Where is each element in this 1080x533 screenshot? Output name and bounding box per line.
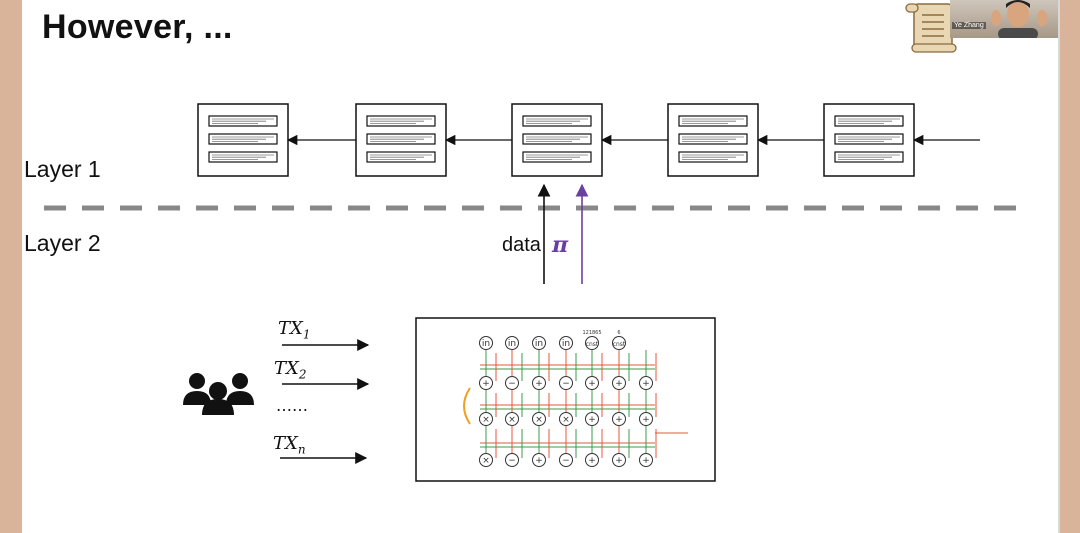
scroll-logo-icon bbox=[905, 3, 957, 53]
circuit-node-r1-c3 bbox=[559, 336, 573, 350]
users-icon bbox=[183, 373, 254, 415]
circuit-node-r1-c1 bbox=[505, 336, 519, 350]
circuit-node-r4-c2 bbox=[532, 453, 546, 467]
circuit-node-label: + bbox=[588, 379, 596, 389]
layer2-label: Layer 2 bbox=[24, 230, 101, 256]
circuit-node-r3-c4 bbox=[585, 412, 599, 426]
circuit-node-label: × bbox=[482, 456, 490, 466]
layer1-label: Layer 1 bbox=[24, 156, 101, 182]
circuit-node-label: + bbox=[642, 456, 650, 466]
circuit-node-label: × bbox=[535, 415, 543, 425]
circuit-node-label: − bbox=[562, 379, 570, 389]
circuit-node-label: × bbox=[562, 415, 570, 425]
tx1-label: TX1 bbox=[278, 318, 311, 342]
circuit-node-label: × bbox=[508, 415, 516, 425]
circuit-node-r1-c2 bbox=[532, 336, 546, 350]
arithmetic-circuit: in in in in cnst cnst + − + − + + + × × × × + + + × − + − + + +121… bbox=[463, 330, 688, 467]
circuit-node-r4-c6 bbox=[639, 453, 653, 467]
pi-label: π bbox=[552, 232, 569, 258]
circuit-node-r4-c5 bbox=[612, 453, 626, 467]
circuit-node-r1-c0 bbox=[479, 336, 493, 350]
circuit-node-r1-c4 bbox=[585, 336, 599, 350]
circuit-node-label: cnst bbox=[613, 341, 626, 348]
circuit-node-r2-c5 bbox=[612, 376, 626, 390]
circuit-node-r2-c4 bbox=[585, 376, 599, 390]
block-5 bbox=[823, 103, 915, 177]
circuit-node-label: − bbox=[508, 379, 516, 389]
circuit-node-r2-c0 bbox=[479, 376, 493, 390]
circuit-node-label: cnst bbox=[586, 341, 599, 348]
presenter-video bbox=[991, 0, 1047, 38]
circuit-node-label: × bbox=[482, 415, 490, 425]
circuit-node-label: − bbox=[508, 456, 516, 466]
tx2-label: TX2 bbox=[274, 358, 307, 382]
circuit-node-r3-c0 bbox=[479, 412, 493, 426]
circuit-node-r2-c2 bbox=[532, 376, 546, 390]
circuit-node-r4-c4 bbox=[585, 453, 599, 467]
constant-value-label: 121865 bbox=[582, 330, 601, 336]
circuit-node-label: + bbox=[642, 415, 650, 425]
block-4 bbox=[667, 103, 759, 177]
block-1 bbox=[197, 103, 289, 177]
circuit-node-label: + bbox=[615, 456, 623, 466]
layer1-blockchain bbox=[197, 103, 980, 177]
circuit-node-label: − bbox=[562, 456, 570, 466]
data-label: data bbox=[502, 234, 541, 256]
circuit-node-label: + bbox=[642, 379, 650, 389]
txn-label: TXn bbox=[273, 433, 306, 457]
circuit-node-label: + bbox=[482, 379, 490, 389]
circuit-node-r3-c1 bbox=[505, 412, 519, 426]
circuit-node-label: in bbox=[562, 339, 570, 349]
circuit-node-r4-c0 bbox=[479, 453, 493, 467]
circuit-node-r2-c1 bbox=[505, 376, 519, 390]
circuit-node-r3-c6 bbox=[639, 412, 653, 426]
block-3 bbox=[511, 103, 603, 177]
slide-title: However, ... bbox=[42, 8, 233, 46]
circuit-node-r2-c3 bbox=[559, 376, 573, 390]
circuit-node-label: + bbox=[615, 379, 623, 389]
constant-value-label: 6 bbox=[617, 330, 620, 336]
circuit-node-r4-c3 bbox=[559, 453, 573, 467]
circuit-node-label: in bbox=[482, 339, 490, 349]
circuit-node-label: in bbox=[535, 339, 543, 349]
circuit-node-label: + bbox=[535, 379, 543, 389]
circuit-node-label: + bbox=[535, 456, 543, 466]
block-2 bbox=[355, 103, 447, 177]
circuit-node-r1-c5 bbox=[612, 336, 626, 350]
circuit-node-r3-c3 bbox=[559, 412, 573, 426]
circuit-node-r2-c6 bbox=[639, 376, 653, 390]
circuit-node-label: in bbox=[508, 339, 516, 349]
orange-curved-arrow bbox=[463, 387, 471, 425]
circuit-node-label: + bbox=[615, 415, 623, 425]
circuit-node-label: + bbox=[588, 415, 596, 425]
presenter-name: Ye Zhang bbox=[952, 22, 986, 29]
webcam-overlay: Ye Zhang bbox=[950, 0, 1058, 38]
circuit-node-r3-c2 bbox=[532, 412, 546, 426]
circuit-node-label: + bbox=[588, 456, 596, 466]
tx-ellipsis: …… bbox=[276, 396, 308, 415]
circuit-node-r4-c1 bbox=[505, 453, 519, 467]
circuit-node-r3-c5 bbox=[612, 412, 626, 426]
